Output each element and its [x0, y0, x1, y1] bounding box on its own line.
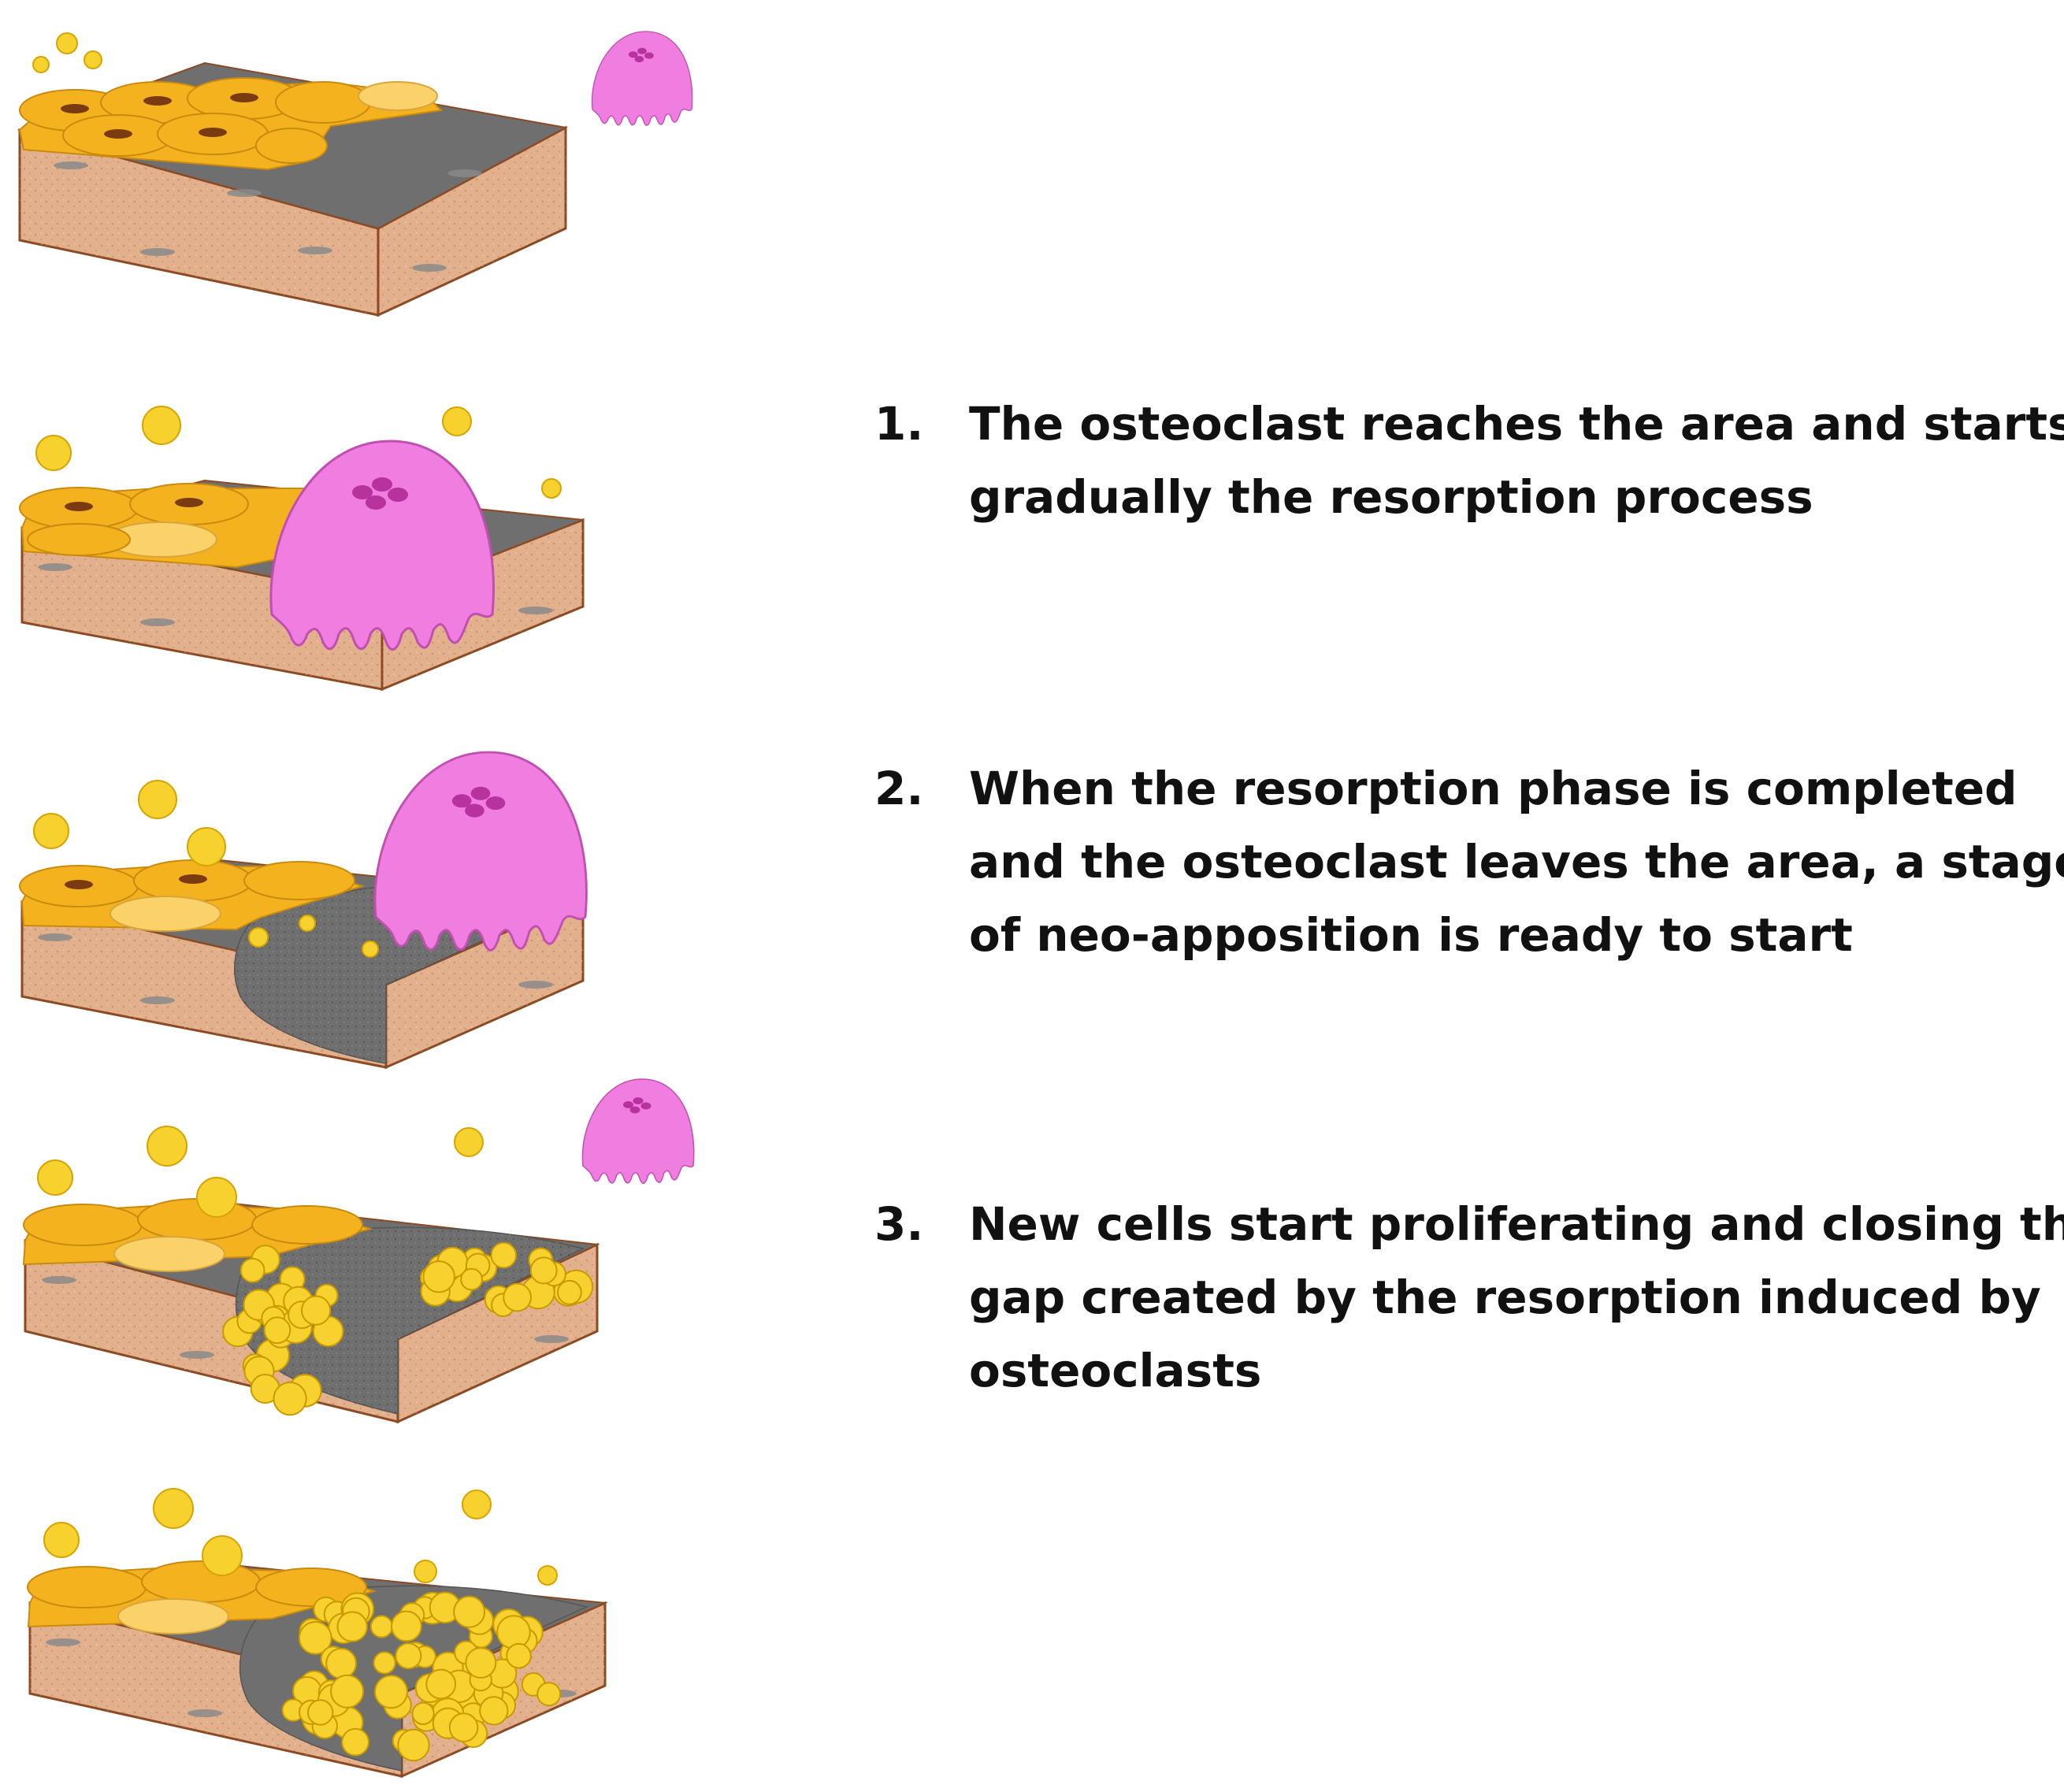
new-bone-cell	[341, 1727, 370, 1757]
new-bone-cell	[373, 1651, 396, 1675]
step-1-line-2: gradually the resorption process	[969, 470, 1813, 524]
osteoclast-nucleus	[623, 1101, 633, 1108]
new-bone-cell	[460, 1267, 483, 1291]
osteoclast-nucleus	[366, 495, 386, 510]
osteoclast-nucleus	[633, 1097, 644, 1104]
step-1-line-1: The osteoclast reaches the area and star…	[969, 397, 2064, 451]
new-bone-cell	[529, 1256, 558, 1285]
step-1-text: The osteoclast reaches the area and star…	[969, 388, 2064, 534]
osteoclast-nucleus	[628, 51, 638, 58]
step-3-line-1: New cells start proliferating and closin…	[969, 1197, 2064, 1251]
new-bone-cell	[273, 1382, 307, 1416]
new-bone-cell	[453, 1595, 486, 1628]
new-cells-fill	[281, 1591, 562, 1762]
new-bone-cell	[391, 1610, 422, 1642]
osteoclast-body	[591, 31, 693, 126]
osteoclast-body	[581, 1078, 695, 1185]
panel-5-gap-closing	[27, 1488, 608, 1779]
panel-1-resting	[17, 31, 693, 317]
new-bone-cell	[425, 1668, 457, 1700]
new-bone-cell	[301, 1295, 332, 1326]
osteoclast-nucleus	[629, 1106, 640, 1114]
new-bone-cell	[536, 1682, 562, 1707]
new-bone-cell	[448, 1712, 479, 1742]
step-3-line-3: osteoclasts	[969, 1344, 1262, 1397]
new-bone-cell	[369, 1615, 393, 1638]
osteoclast-nucleus	[470, 786, 491, 800]
osteoclast-nucleus	[637, 47, 647, 54]
osteoclast-2	[269, 440, 495, 651]
new-bone-cell	[374, 1675, 408, 1709]
osteoclast-body	[373, 751, 588, 952]
osteoclast-nucleus	[372, 477, 392, 492]
osteoclast-1	[591, 31, 693, 126]
new-bone-cell	[496, 1615, 531, 1649]
osteoclast-nucleus	[644, 52, 654, 59]
step-1-number: 1.	[874, 397, 924, 451]
osteoclast-nucleus	[388, 488, 408, 502]
osteoclast-nucleus	[634, 56, 644, 63]
new-cells-right	[419, 1241, 594, 1317]
new-bone-cell	[411, 1701, 435, 1725]
new-bone-cell	[397, 1728, 430, 1762]
osteoclast-nucleus	[465, 803, 484, 818]
panel-2-resorption	[19, 406, 585, 692]
osteoclast-nucleus	[485, 796, 506, 811]
new-bone-cell	[330, 1674, 365, 1709]
osteoclast-3	[373, 751, 588, 952]
step-2-line-1: When the resorption phase is completed	[969, 762, 2018, 815]
step-2-number: 2.	[874, 762, 924, 815]
step-3-number: 3.	[874, 1197, 924, 1251]
panel-3-resorption-complete	[19, 751, 588, 1070]
new-bone-cell	[557, 1279, 582, 1305]
osteoclast-4	[581, 1078, 695, 1185]
new-bone-cell	[422, 1260, 455, 1293]
new-bone-cell	[336, 1611, 368, 1642]
osteoclast-nucleus	[640, 1102, 651, 1110]
panel-4-neo-apposition	[22, 1078, 695, 1424]
osteoclast-body	[269, 440, 495, 651]
osteoclast-nucleus	[451, 794, 472, 808]
new-bone-cell	[503, 1282, 532, 1312]
new-bone-cell	[479, 1696, 509, 1726]
new-bone-cell	[325, 1647, 358, 1679]
new-bone-cell	[307, 1699, 334, 1726]
new-bone-cell	[506, 1642, 532, 1669]
new-bone-cell	[490, 1241, 518, 1269]
new-bone-cell	[395, 1642, 422, 1670]
new-bone-cell	[298, 1621, 332, 1655]
step-2-line-3: of neo-apposition is ready to start	[969, 908, 1853, 962]
new-bone-cell	[263, 1316, 291, 1345]
new-cells-left	[222, 1245, 344, 1416]
new-bone-cell	[239, 1257, 265, 1283]
step-2-text: When the resorption phase is completed a…	[969, 752, 2064, 972]
osteoclast-nucleus	[352, 485, 373, 499]
step-3-line-2: gap created by the resorption induced by	[969, 1271, 2041, 1324]
step-3-text: New cells start proliferating and closin…	[969, 1188, 2064, 1408]
step-2-line-2: and the osteoclast leaves the area, a st…	[969, 835, 2064, 889]
new-bone-cell	[465, 1647, 497, 1679]
